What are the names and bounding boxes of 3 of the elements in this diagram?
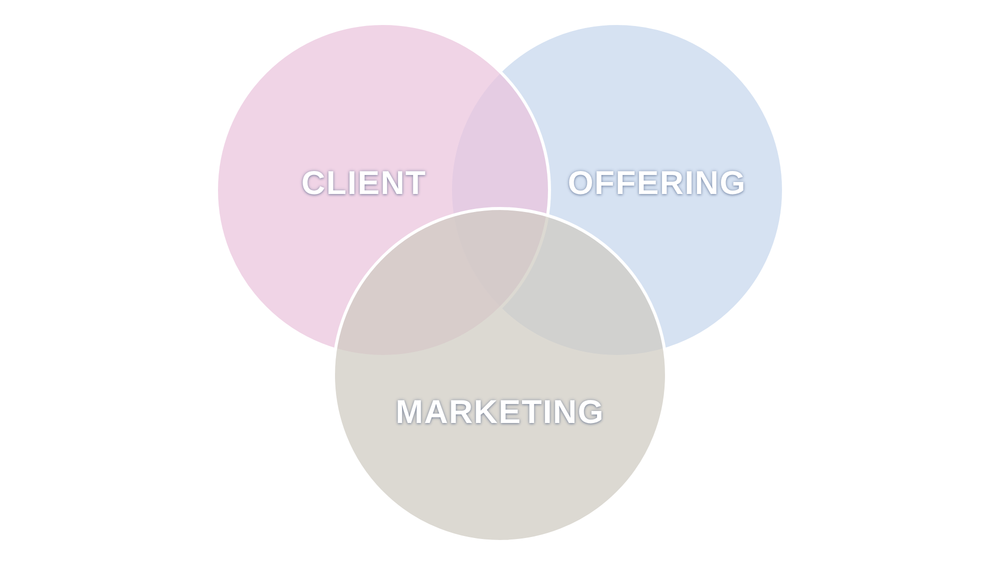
circle-label: OFFERING (568, 164, 746, 202)
circle-label: MARKETING (396, 393, 604, 431)
circle-label: CLIENT (301, 164, 427, 202)
